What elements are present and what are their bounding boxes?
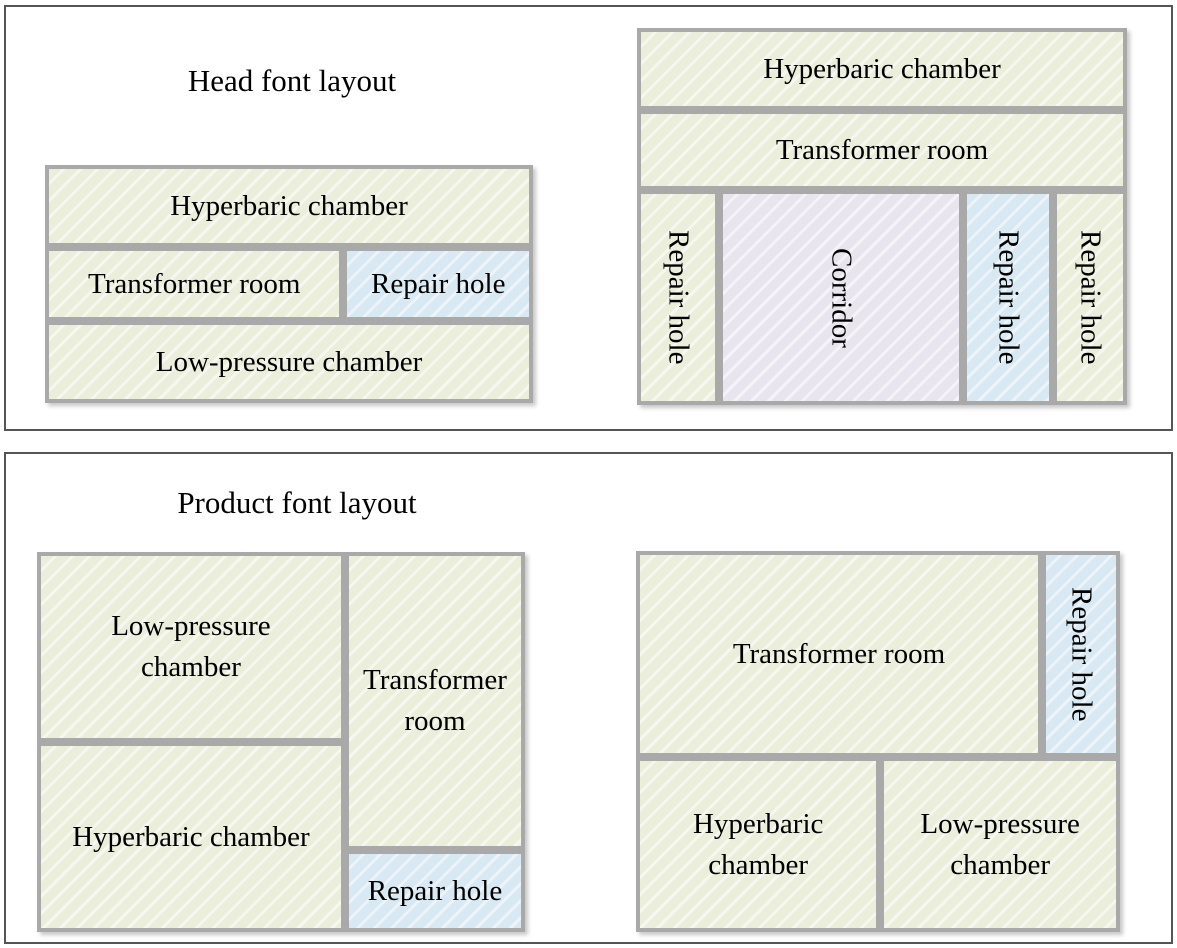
- room-label: Corridor: [825, 247, 858, 348]
- room-low-pressure-chamber: Low-pressure chamber: [45, 321, 533, 403]
- room-repair-hole: Repair hole: [344, 850, 525, 932]
- room-label: Hyperbaric chamber: [763, 52, 1001, 85]
- room-label: Hyperbaric chamber: [170, 189, 408, 222]
- room-hyperbaric-chamber: Hyperbaric chamber: [637, 28, 1127, 110]
- room-label: Repair hole: [992, 230, 1025, 365]
- room-label: Repair hole: [370, 267, 506, 300]
- room-transformer-room: Transformer room: [45, 247, 344, 321]
- floorplan-column: Transformer room Repair hole: [344, 552, 525, 932]
- room-label: Repair hole: [1065, 586, 1098, 722]
- room-label: Transformer room: [775, 133, 989, 166]
- room-label: Hyperbaric chamber: [692, 807, 824, 881]
- room-label: Transformer room: [88, 267, 301, 300]
- room-repair-hole: Repair hole: [637, 190, 719, 405]
- product-layout-title: Product font layout: [177, 485, 417, 520]
- floorplan-row: Hyperbaric chamber Low-pressure chamber: [636, 757, 1120, 932]
- head-layout-right-floorplan: Hyperbaric chamber Transformer room Repa…: [637, 28, 1127, 405]
- floorplan-row: Transformer room Repair hole: [45, 247, 533, 321]
- room-repair-hole: Repair hole: [963, 190, 1053, 405]
- room-label: Repair hole: [1074, 230, 1107, 365]
- room-hyperbaric-chamber: Hyperbaric chamber: [636, 757, 881, 932]
- room-label: Low-pressure chamber: [155, 345, 423, 378]
- head-layout-title: Head font layout: [187, 63, 397, 98]
- room-repair-hole: Repair hole: [1042, 551, 1120, 757]
- product-layout-right-floorplan: Transformer room Repair hole Hyperbaric …: [636, 551, 1120, 932]
- room-transformer-room: Transformer room: [344, 552, 525, 850]
- room-repair-hole: Repair hole: [1053, 190, 1127, 405]
- room-hyperbaric-chamber: Hyperbaric chamber: [37, 742, 345, 932]
- floorplan-row: Repair hole Corridor Repair hole Repair …: [637, 190, 1127, 405]
- room-label: Low-pressure chamber: [920, 807, 1080, 881]
- room-label: Transformer room: [732, 637, 946, 670]
- room-label: Repair hole: [367, 874, 503, 907]
- room-transformer-room: Transformer room: [636, 551, 1042, 757]
- room-label: Repair hole: [662, 230, 695, 365]
- room-label: Transformer room: [363, 664, 507, 737]
- room-corridor: Corridor: [719, 190, 963, 405]
- room-repair-hole: Repair hole: [343, 247, 533, 321]
- room-label: Low-pressure chamber: [111, 610, 271, 683]
- head-layout-left-floorplan: Hyperbaric chamber Transformer room Repa…: [45, 165, 533, 403]
- floorplan-row: Transformer room Repair hole: [636, 551, 1120, 757]
- product-layout-left-floorplan: Low-pressure chamber Hyperbaric chamber …: [37, 552, 525, 932]
- room-hyperbaric-chamber: Hyperbaric chamber: [45, 165, 533, 247]
- room-low-pressure-chamber: Low-pressure chamber: [37, 552, 345, 742]
- floorplan-column: Low-pressure chamber Hyperbaric chamber: [37, 552, 345, 932]
- room-transformer-room: Transformer room: [637, 110, 1127, 190]
- room-low-pressure-chamber: Low-pressure chamber: [880, 757, 1120, 932]
- room-label: Hyperbaric chamber: [72, 820, 310, 853]
